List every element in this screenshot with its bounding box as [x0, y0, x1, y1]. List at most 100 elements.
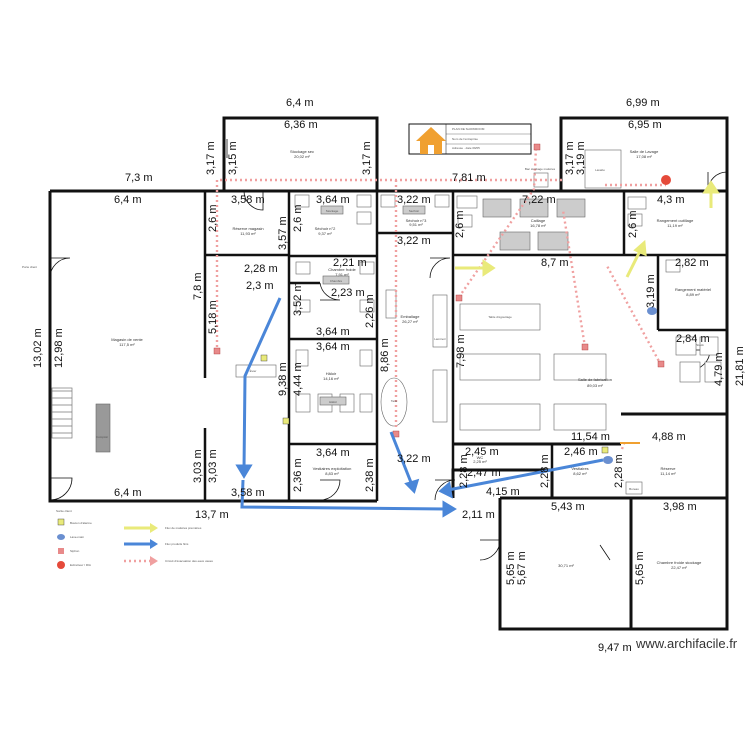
- dim-label: 4,3 m: [657, 194, 685, 206]
- vat: [537, 231, 569, 251]
- dim-label: 2,28 m: [539, 454, 551, 488]
- wall: [498, 414, 729, 631]
- table: [553, 353, 607, 381]
- tag-box: [402, 205, 426, 215]
- flow-arrow: [447, 458, 604, 492]
- dim-label: 4,44 m: [292, 362, 304, 396]
- table: [459, 403, 541, 431]
- label-porte-client: Porte client: [22, 265, 37, 269]
- tank: [380, 377, 408, 427]
- dim-label: 3,22 m: [397, 235, 431, 247]
- dim-label: 2,28 m: [613, 454, 625, 488]
- dim-label: 2,38 m: [364, 458, 376, 492]
- dim-label: 2,46 m: [564, 446, 598, 458]
- flow-arrow: [240, 479, 447, 511]
- door-arc: [243, 190, 264, 211]
- shelf: [295, 261, 311, 275]
- wall: [559, 116, 729, 253]
- room-emballage: Emballage: [401, 314, 421, 319]
- shelf: [679, 361, 701, 383]
- flow-arrow: [625, 248, 643, 278]
- label-laminoir: Laminoir: [434, 337, 446, 341]
- shelf: [295, 299, 311, 313]
- label-sechoir-tag: Séchoir: [409, 209, 419, 213]
- room-reserve: Réserve: [661, 466, 677, 471]
- room-reserve-magasin: Réserve magasin: [232, 226, 263, 231]
- room-haloir-area: 14,16 m²: [323, 376, 339, 381]
- room-reserve-magasin-area: 11,93 m²: [240, 231, 256, 236]
- door-arc: [479, 539, 501, 561]
- dim-label: 7,8 m: [192, 272, 204, 300]
- shelf: [434, 194, 450, 208]
- room-chambre-froide-stockage: Chambre froide stockage: [657, 560, 702, 565]
- shelf: [295, 393, 311, 413]
- watermark[interactable]: www.archifacile.fr: [636, 636, 738, 651]
- dim-label: 3,64 m: [316, 326, 350, 338]
- flow-arrow: [389, 431, 414, 486]
- dim-label: 2,82 m: [675, 257, 709, 269]
- vat: [482, 198, 512, 218]
- extinguishers: [661, 175, 671, 185]
- dim-label: 2,11 m: [462, 509, 495, 521]
- flow-arrow-head: [404, 478, 420, 494]
- vat: [519, 198, 549, 218]
- room-caillage-area: 16,78 m²: [530, 223, 546, 228]
- legend-item-1: Bouton d'alarme: [70, 521, 92, 525]
- table: [459, 303, 541, 331]
- dim-label: 2,36 m: [292, 458, 304, 492]
- shelf: [665, 259, 681, 273]
- label-tank: Tank: [391, 399, 398, 403]
- dim-label: 3,58 m: [231, 194, 265, 206]
- room-caillage: Caillage: [531, 218, 546, 223]
- legend: Bouton d'alarme Lave-main Siphon Extinct…: [57, 518, 213, 569]
- title-block: PLAN DE SHOWROOM Nom de l'entreprise Adr…: [408, 123, 532, 155]
- room-stockage-sec: Stockage sec: [290, 149, 314, 154]
- room-chambre-froide-area: 7,91 m²: [335, 272, 349, 277]
- shelf: [627, 213, 643, 227]
- label-comptoir: Comptoir: [96, 435, 108, 439]
- table: [385, 289, 397, 319]
- room-vestiaires-exploitation-area: 8,83 m²: [325, 471, 339, 476]
- vat: [556, 198, 586, 218]
- flow-arrow-head: [633, 239, 647, 257]
- shelf: [456, 195, 478, 209]
- dim-label: 3,17 m: [361, 141, 373, 175]
- wall: [222, 116, 379, 191]
- dim-label: 3,57 m: [277, 216, 289, 250]
- tag-box: [319, 396, 347, 406]
- legend-item-7: Circuit d'évacuation des eaux usées: [165, 559, 213, 563]
- room-salle-lavage-area: 17,08 m²: [636, 154, 652, 159]
- door-arc: [319, 282, 341, 301]
- shelf: [294, 194, 310, 208]
- extinguisher-icon: [661, 175, 671, 185]
- wastewater-path: [215, 178, 564, 352]
- room-chambre-froide: Chambre froide: [328, 267, 356, 272]
- hand-sinks: [603, 307, 657, 464]
- dim-label: 11,54 m: [571, 431, 610, 443]
- room-vestiaires: Vestiaires: [571, 466, 588, 471]
- dim-label: 6,36 m: [284, 119, 318, 131]
- walls: [48, 116, 729, 631]
- table: [432, 294, 448, 348]
- room-vestiaires-area: 8,62 m²: [573, 471, 587, 476]
- shelf: [356, 211, 372, 225]
- title-line-3: Adresse · date 09/05: [452, 146, 480, 150]
- vat: [499, 231, 531, 251]
- interior-walls: [203, 191, 727, 501]
- room-emballage-area: 26,27 m²: [402, 319, 418, 324]
- door-arc: [49, 477, 73, 501]
- dim-label: 2,21 m: [333, 257, 367, 269]
- dim-label: 6,95 m: [628, 119, 662, 131]
- room-salle-fabrication: Salle de fabrication: [578, 377, 612, 382]
- product-flow: [235, 297, 604, 518]
- flow-arrow: [242, 297, 282, 471]
- room-stockage-sec-area: 20,02 m²: [294, 154, 310, 159]
- label-sortie-client: Sortie client: [56, 509, 72, 513]
- label-bureau: Bureau: [629, 487, 639, 491]
- room-sechoir3-area: 9,51 m²: [409, 222, 423, 227]
- house-icon-door: [428, 145, 434, 154]
- label-haloir-tag: Hâloir: [329, 400, 337, 404]
- label-stock: Stock: [696, 343, 704, 347]
